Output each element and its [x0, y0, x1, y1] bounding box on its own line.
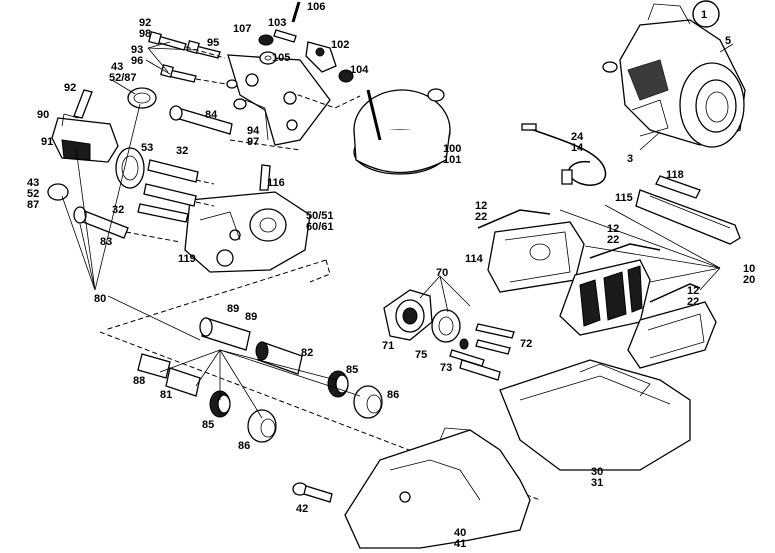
- label-80: 80: [94, 293, 106, 305]
- bolt-42: [292, 482, 333, 503]
- leaders-10-20: [559, 204, 721, 291]
- pad-retainer: [635, 175, 741, 245]
- label-20: 20: [743, 274, 755, 286]
- label-22a: 22: [475, 211, 487, 223]
- label-22c: 22: [687, 296, 699, 308]
- label-98: 98: [139, 28, 151, 40]
- label-118: 118: [666, 169, 684, 181]
- brake-pad-114: [487, 221, 585, 293]
- dashed-frame: [104, 91, 361, 331]
- part-labels: 1 106 92 98 107 103 95 93 96 102 105 43 …: [27, 1, 755, 550]
- label-96: 96: [131, 55, 143, 67]
- label-85b: 85: [202, 419, 214, 431]
- label-10: 10: [743, 263, 755, 275]
- rings-bushings: [209, 370, 383, 443]
- label-82: 82: [301, 347, 313, 359]
- label-86a: 86: [387, 389, 399, 401]
- label-106: 106: [307, 1, 325, 13]
- label-94: 94: [247, 125, 260, 137]
- brake-chamber: [353, 88, 451, 175]
- caliper-housing: [137, 159, 311, 273]
- brake-pad-rear: [627, 301, 717, 369]
- pad-springs: [477, 209, 701, 303]
- label-105: 105: [272, 52, 290, 64]
- label-97: 97: [247, 136, 259, 148]
- label-86b: 86: [238, 440, 250, 452]
- label-12c: 12: [687, 285, 699, 297]
- label-89a: 89: [227, 303, 239, 315]
- label-75: 75: [415, 349, 427, 361]
- label-119: 119: [178, 253, 196, 265]
- label-114: 114: [465, 253, 484, 265]
- label-30: 30: [591, 466, 603, 478]
- label-43b: 43: [27, 177, 39, 189]
- caliper-carrier: [344, 427, 531, 549]
- label-32b: 32: [112, 204, 124, 216]
- label-84: 84: [205, 109, 218, 121]
- bolt-83: [73, 206, 181, 243]
- label-70: 70: [436, 267, 448, 279]
- label-43: 43: [111, 61, 123, 73]
- label-24: 24: [571, 131, 584, 143]
- label-103: 103: [268, 17, 286, 29]
- callout-circle: [692, 0, 720, 28]
- label-5: 5: [725, 35, 731, 47]
- label-91: 91: [41, 136, 53, 148]
- label-3: 3: [627, 153, 633, 165]
- label-115: 115: [615, 192, 633, 204]
- label-14: 14: [571, 142, 584, 154]
- label-92: 92: [139, 17, 151, 29]
- label-22b: 22: [607, 234, 619, 246]
- guide-pins: [137, 317, 303, 397]
- label-83: 83: [100, 236, 112, 248]
- label-101: 101: [443, 154, 461, 166]
- caliper-cover: [499, 359, 691, 471]
- bolts-top-group: [148, 31, 239, 87]
- label-81: 81: [160, 389, 172, 401]
- label-32a: 32: [176, 145, 188, 157]
- bearing-assembly: [383, 275, 515, 381]
- label-89b: 89: [245, 311, 257, 323]
- label-31: 31: [591, 477, 603, 489]
- label-100: 100: [443, 143, 461, 155]
- brake-assembly-overview: [602, 0, 746, 151]
- label-87b: 87: [27, 199, 39, 211]
- label-42: 42: [296, 503, 308, 515]
- mounting-bracket: [227, 54, 331, 146]
- label-95: 95: [207, 37, 219, 49]
- label-52b: 52: [27, 188, 39, 200]
- bolt-84: [169, 105, 233, 135]
- brake-pad-10-20: [559, 259, 651, 336]
- label-90: 90: [37, 109, 49, 121]
- label-12b: 12: [607, 223, 619, 235]
- label-107: 107: [233, 23, 251, 35]
- nuts-washers: [226, 1, 354, 110]
- label-50-51: 50/51: [306, 210, 334, 222]
- label-60-61: 60/61: [306, 221, 334, 233]
- seal-53: [115, 147, 145, 189]
- label-85a: 85: [346, 364, 358, 376]
- label-88: 88: [133, 375, 145, 387]
- label-104: 104: [350, 64, 369, 76]
- label-71: 71: [382, 340, 394, 352]
- label-53: 53: [141, 142, 153, 154]
- leaders-top-left: [61, 41, 197, 127]
- callout-number: 1: [701, 9, 707, 21]
- label-73: 73: [440, 362, 452, 374]
- label-12a: 12: [475, 200, 487, 212]
- label-92b: 92: [64, 82, 76, 94]
- label-72: 72: [520, 338, 532, 350]
- label-41: 41: [454, 538, 466, 550]
- label-102: 102: [331, 39, 349, 51]
- label-116: 116: [267, 177, 285, 189]
- label-40: 40: [454, 527, 466, 539]
- wear-sensor: [521, 123, 607, 186]
- label-52-87: 52/87: [109, 72, 137, 84]
- label-93: 93: [131, 44, 143, 56]
